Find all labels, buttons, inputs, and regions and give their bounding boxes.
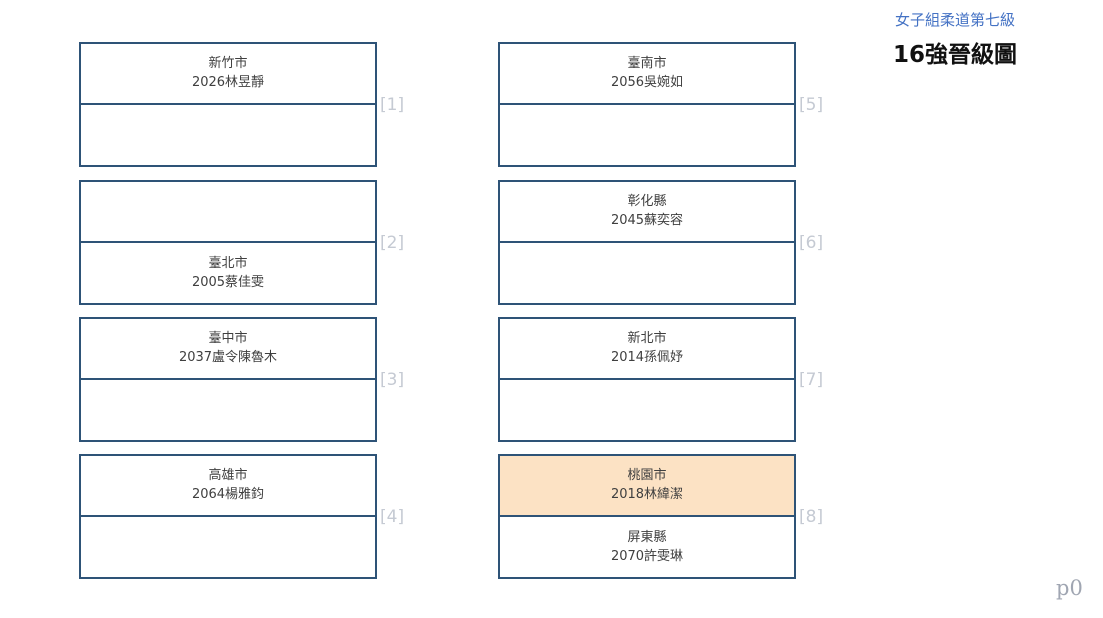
- player-name: 2037盧令陳魯木: [178, 350, 278, 366]
- match-3-bottom-slot: [81, 379, 375, 440]
- page-title: 16強晉級圖: [892, 42, 1017, 68]
- division-label: 女子組柔道第七級: [894, 11, 1015, 29]
- match-4-bottom-slot: [81, 516, 375, 577]
- player-name: 2064楊雅鈞: [191, 487, 265, 503]
- match-2-bottom-slot: 臺北市 2005蔡佳雯: [81, 242, 375, 303]
- match-5-bottom-slot: [500, 104, 794, 165]
- team-name: 高雄市: [208, 468, 248, 484]
- team-name: 臺中市: [208, 331, 248, 347]
- match-1-bottom-slot: [81, 104, 375, 165]
- match-number-label: [3]: [380, 369, 405, 390]
- match-2: 臺北市 2005蔡佳雯 [2]: [79, 180, 404, 305]
- player-name: 2056吳婉如: [610, 75, 684, 91]
- player-name: 2014孫佩妤: [610, 350, 684, 366]
- team-name: 新竹市: [208, 56, 248, 72]
- match-number-label: [6]: [799, 232, 824, 253]
- match-8-top-slot: 桃園市 2018林緯潔: [500, 456, 794, 517]
- player-name: 2070許雯琳: [610, 548, 684, 564]
- match-3-top-slot: 臺中市 2037盧令陳魯木: [81, 319, 375, 380]
- match-5: 臺南市 2056吳婉如 [5]: [498, 42, 823, 167]
- match-number-label: [1]: [380, 94, 405, 115]
- match-8: 桃園市 2018林緯潔 屏東縣 2070許雯琳 [8]: [498, 454, 823, 579]
- match-2-top-slot: [81, 182, 375, 243]
- page-header: 女子組柔道第七級 16強晉級圖: [855, 10, 1055, 68]
- match-number-label: [5]: [799, 94, 824, 115]
- match-number-label: [8]: [799, 506, 824, 527]
- match-7: 新北市 2014孫佩妤 [7]: [498, 317, 823, 442]
- match-number-label: [7]: [799, 369, 824, 390]
- match-8-bottom-slot: 屏東縣 2070許雯琳: [500, 516, 794, 577]
- match-7-top-slot: 新北市 2014孫佩妤: [500, 319, 794, 380]
- team-name: 新北市: [627, 331, 667, 347]
- match-number-label: [2]: [380, 232, 405, 253]
- team-name: 臺南市: [627, 56, 667, 72]
- team-name: 彰化縣: [627, 194, 667, 210]
- team-name: 臺北市: [208, 255, 248, 271]
- match-6-bottom-slot: [500, 242, 794, 303]
- team-name: 桃園市: [627, 468, 667, 484]
- player-name: 2018林緯潔: [610, 487, 684, 503]
- match-1: 新竹市 2026林昱靜 [1]: [79, 42, 404, 167]
- page-number: p0: [1056, 576, 1083, 600]
- match-4-top-slot: 高雄市 2064楊雅鈞: [81, 456, 375, 517]
- player-name: 2005蔡佳雯: [191, 274, 265, 290]
- match-6-top-slot: 彰化縣 2045蘇奕容: [500, 182, 794, 243]
- match-7-bottom-slot: [500, 379, 794, 440]
- team-name: 屏東縣: [627, 529, 667, 545]
- match-1-top-slot: 新竹市 2026林昱靜: [81, 44, 375, 105]
- match-4: 高雄市 2064楊雅鈞 [4]: [79, 454, 404, 579]
- match-5-top-slot: 臺南市 2056吳婉如: [500, 44, 794, 105]
- match-3: 臺中市 2037盧令陳魯木 [3]: [79, 317, 404, 442]
- player-name: 2026林昱靜: [191, 75, 265, 91]
- match-number-label: [4]: [380, 506, 405, 527]
- match-6: 彰化縣 2045蘇奕容 [6]: [498, 180, 823, 305]
- player-name: 2045蘇奕容: [610, 213, 684, 229]
